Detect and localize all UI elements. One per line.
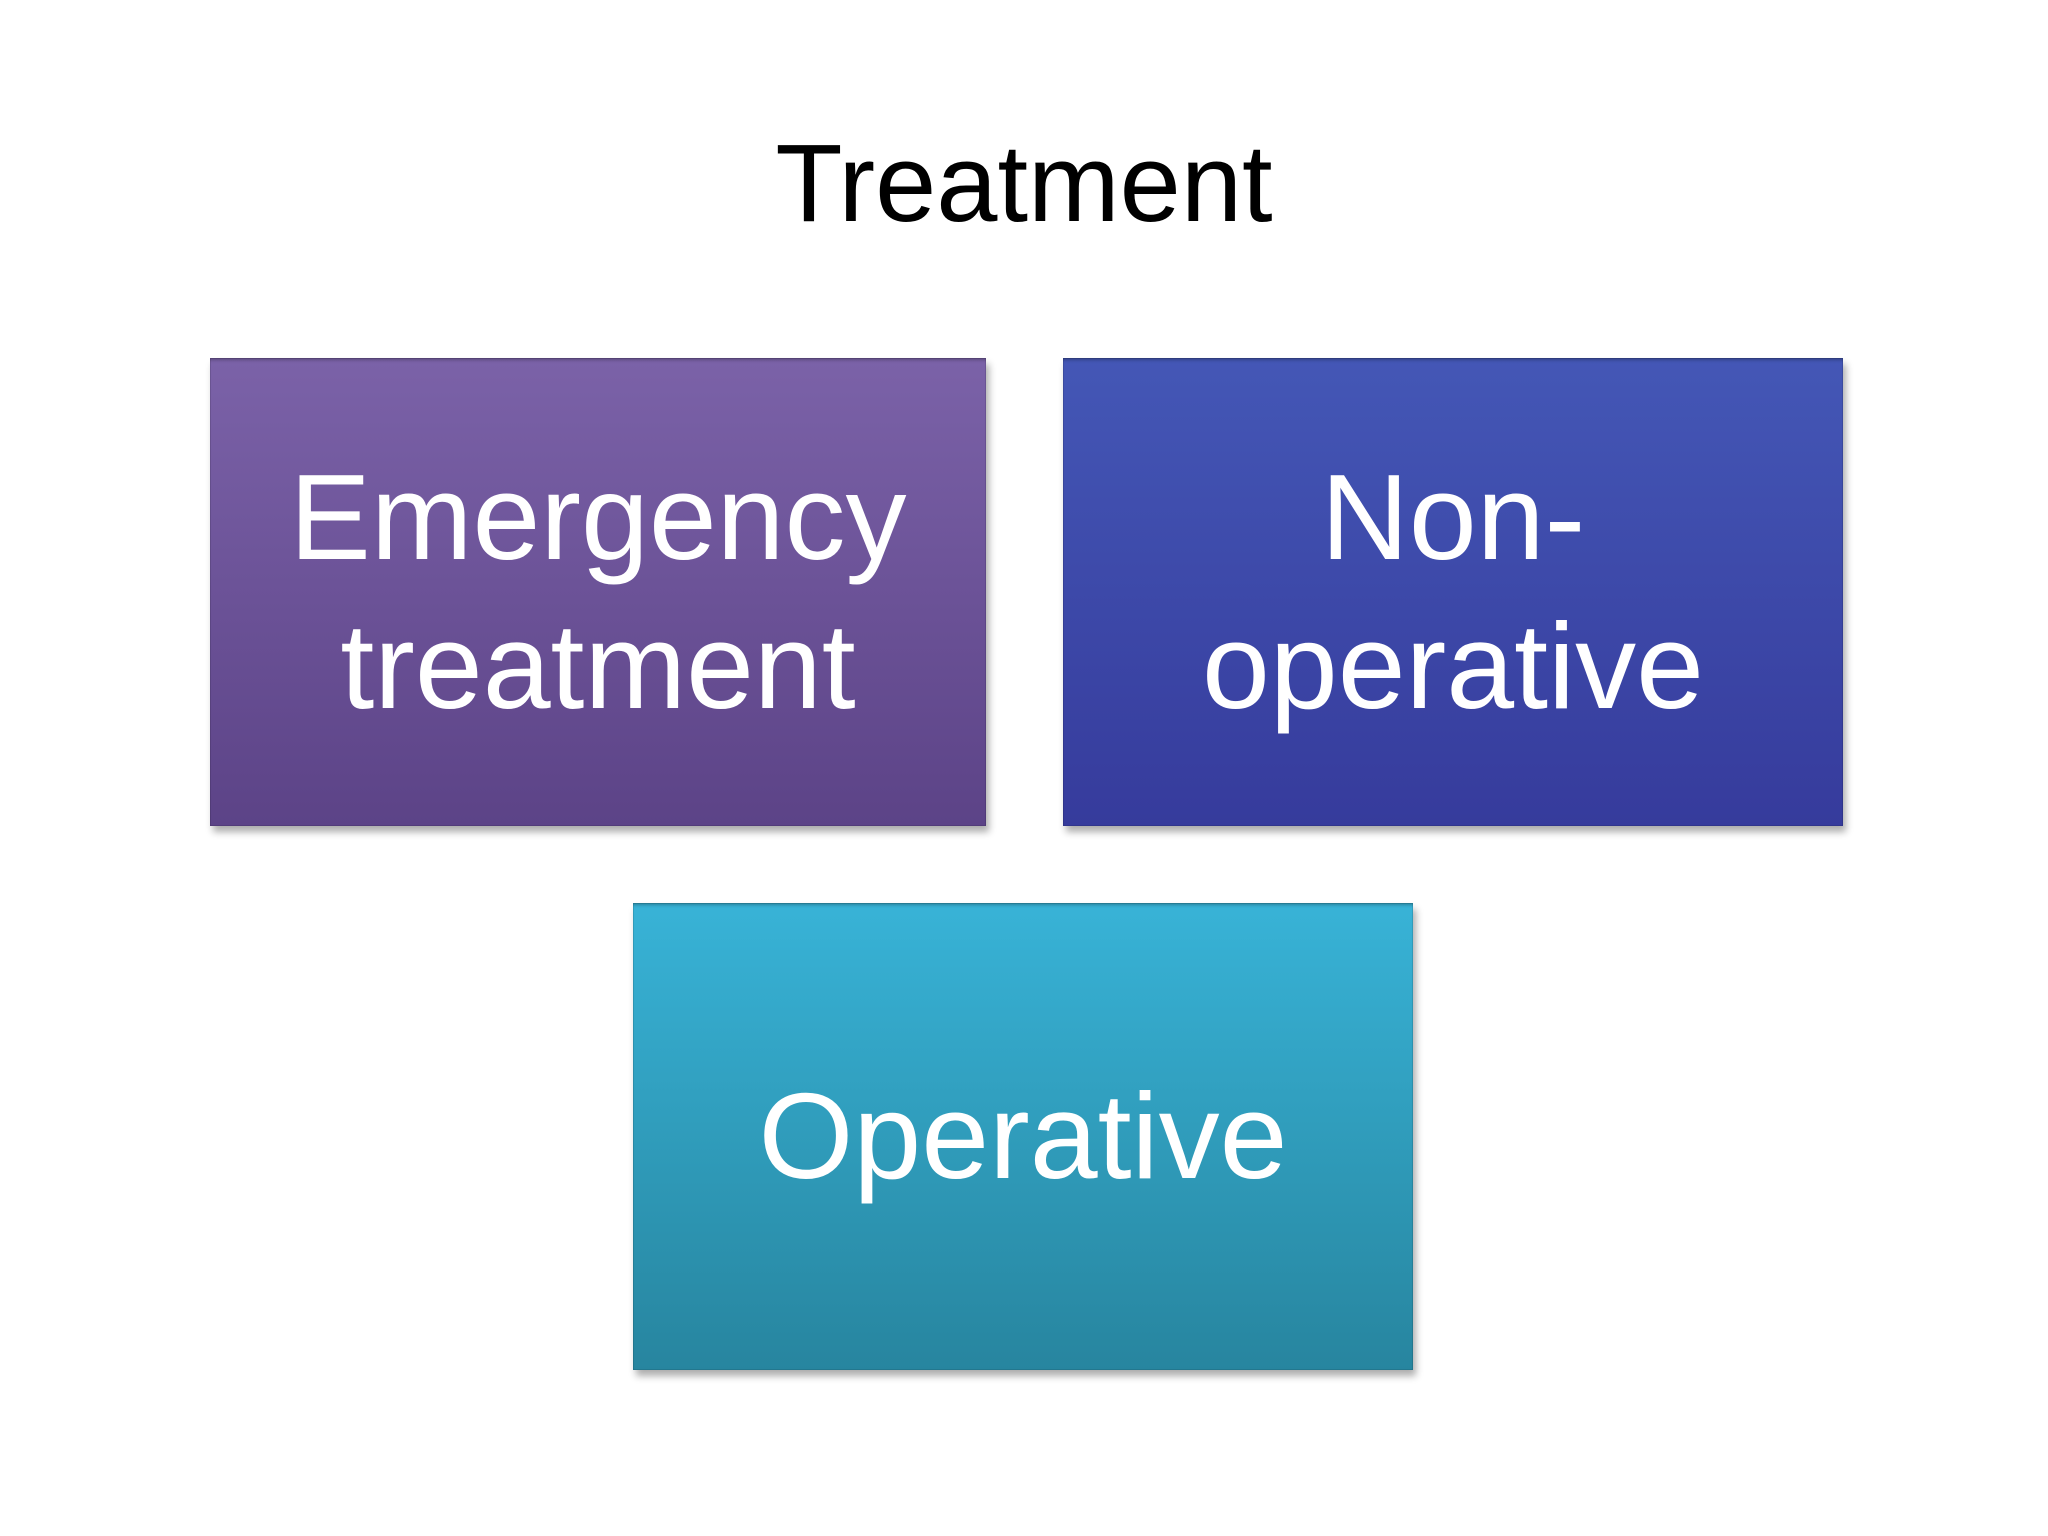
box-non-operative: Non- operative bbox=[1063, 358, 1843, 826]
box-emergency-treatment: Emergency treatment bbox=[210, 358, 986, 826]
box-operative: Operative bbox=[633, 903, 1413, 1370]
box-emergency-treatment-line2: treatment bbox=[340, 598, 856, 734]
box-non-operative-line2: operative bbox=[1202, 598, 1704, 734]
box-non-operative-line1: Non- bbox=[1320, 449, 1586, 586]
slide-title: Treatment bbox=[775, 122, 1273, 245]
box-emergency-treatment-line1: Emergency bbox=[289, 449, 907, 586]
box-operative-line1: Operative bbox=[758, 1068, 1288, 1205]
